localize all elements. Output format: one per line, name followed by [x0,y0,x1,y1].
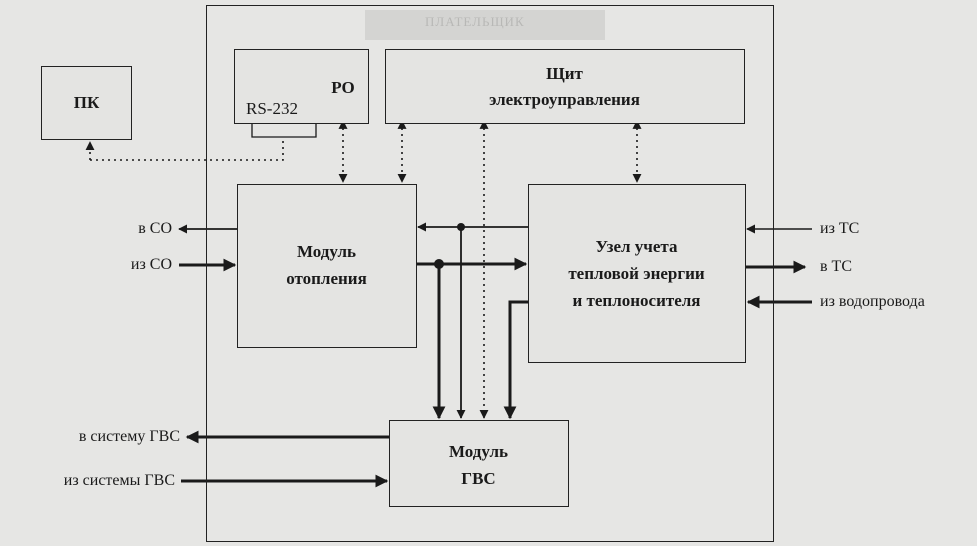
label-from-co: из СО [130,256,172,273]
heating-module-line1: Модуль [296,242,357,261]
outer-frame [206,5,774,542]
metering-unit-line1: Узел учета [595,237,678,256]
metering-unit-line3: и теплоносителя [572,291,701,310]
ro-box: РО [234,49,369,124]
rs232-label: RS-232 [246,99,298,118]
panel-label-line1: Щит [546,64,583,83]
dhw-module-line1: Модуль [448,442,509,461]
dhw-module-line2: ГВС [461,469,496,488]
heating-module-box: Модуль отопления [237,184,417,348]
label-to-ts: в ТС [820,258,852,275]
control-panel-box: Щит электроуправления [385,49,745,124]
ro-label: РО [331,78,355,97]
metering-unit-box: Узел учета тепловой энергии и теплоносит… [528,184,746,363]
pc-box: ПК [41,66,132,140]
faded-header-text: ПЛАТЕЛЬЩИК [425,14,525,29]
metering-unit-line2: тепловой энергии [568,264,705,283]
label-to-co: в СО [138,220,172,237]
pc-rs232-link [90,140,284,161]
metering-to-dhw-line [503,300,528,420]
label-from-ts: из ТС [820,220,860,237]
panel-label-line2: электроуправления [489,90,640,109]
rs232-connector [251,123,317,138]
dhw-module-box: Модуль ГВС [389,420,569,507]
faded-stamp [365,10,605,40]
heating-module-line2: отопления [286,269,367,288]
label-from-dhw-system: из системы ГВС [63,472,175,489]
pc-label: ПК [73,93,100,112]
label-from-water: из водопровода [820,293,925,310]
label-to-dhw-system: в систему ГВС [78,428,180,445]
